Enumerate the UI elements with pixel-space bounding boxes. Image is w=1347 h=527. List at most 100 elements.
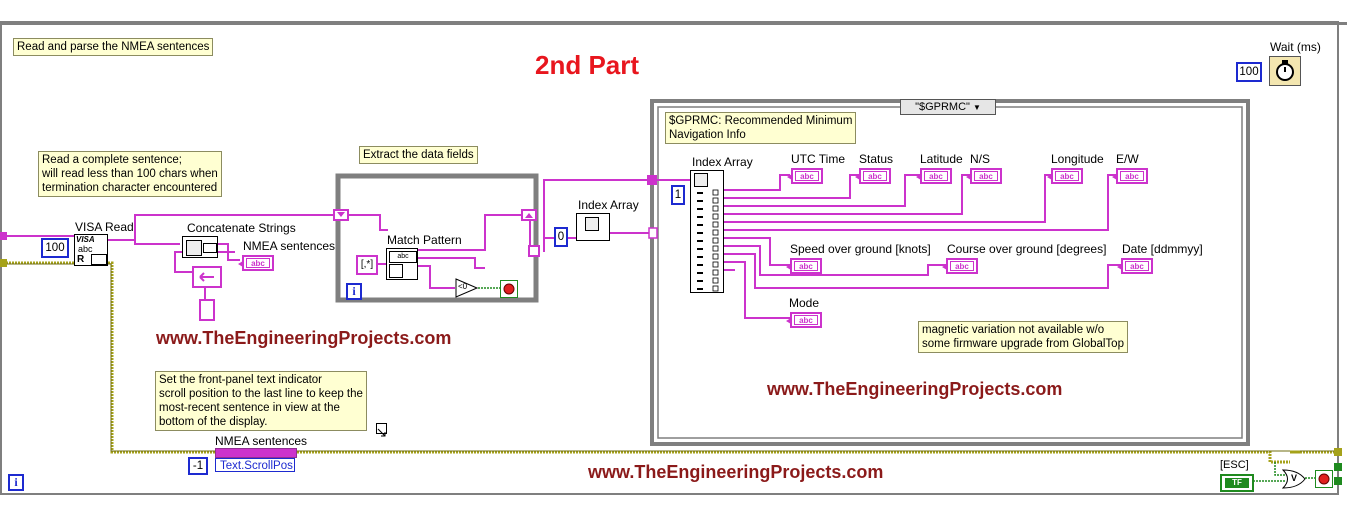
- scroll-comment: Set the front-panel text indicator scrol…: [155, 371, 367, 431]
- case-selector-value: "$GPRMC": [915, 101, 970, 113]
- nmea-sentences-indicator[interactable]: abc: [238, 255, 274, 271]
- speed-abc-text: abc: [794, 261, 818, 271]
- ew-abc-text: abc: [1120, 171, 1144, 181]
- visa-read-label: VISA Read: [75, 220, 134, 234]
- index-array-icon-2: [694, 173, 708, 187]
- nmea-abc-text: abc: [246, 258, 270, 268]
- utc-time-label: UTC Time: [791, 152, 845, 166]
- left-arrow-icon: [199, 272, 214, 282]
- while-iteration-icon: i: [8, 474, 24, 491]
- header-comment: Read and parse the NMEA sentences: [13, 38, 214, 56]
- longitude-indicator[interactable]: abc: [1047, 168, 1083, 184]
- shift-register-node[interactable]: [192, 266, 222, 288]
- compare-triangle-icon: [455, 278, 479, 298]
- match-pattern-icon: abc: [389, 251, 417, 263]
- esc-tf-text: TF: [1225, 478, 1249, 488]
- esc-boolean-control[interactable]: TF: [1220, 474, 1254, 492]
- gprmc-comment: $GPRMC: Recommended Minimum Navigation I…: [665, 112, 857, 144]
- status-indicator[interactable]: abc: [855, 168, 891, 184]
- watermark-left: www.TheEngineeringProjects.com: [156, 328, 452, 348]
- loop-stop-terminal[interactable]: [1315, 470, 1333, 488]
- scroll-constant[interactable]: -1: [188, 457, 208, 475]
- latitude-indicator[interactable]: abc: [916, 168, 952, 184]
- status-abc-text: abc: [863, 171, 887, 181]
- longitude-abc-text: abc: [1055, 171, 1079, 181]
- date-indicator[interactable]: abc: [1117, 258, 1153, 274]
- byte-count-constant[interactable]: 100: [41, 238, 69, 258]
- watermark-case: www.TheEngineeringProjects.com: [767, 379, 1063, 399]
- ew-indicator[interactable]: abc: [1112, 168, 1148, 184]
- page-title: 2nd Part: [535, 50, 640, 80]
- date-label: Date [ddmmyy]: [1122, 242, 1203, 256]
- wait-constant[interactable]: 100: [1236, 62, 1262, 82]
- concat-label: Concatenate Strings: [187, 221, 296, 235]
- or-gate-icon: [1281, 469, 1306, 489]
- status-label: Status: [859, 152, 894, 166]
- index-array-node-2[interactable]: [690, 170, 724, 293]
- loop-iteration-icon: i: [346, 283, 362, 300]
- speed-label: Speed over ground [knots]: [790, 242, 931, 256]
- case-selector[interactable]: "$GPRMC" ▼: [900, 99, 996, 115]
- mode-indicator[interactable]: abc: [786, 312, 822, 328]
- stop-sign-icon-main: [1318, 473, 1330, 485]
- wait-ms-node[interactable]: [1269, 56, 1301, 86]
- latitude-abc-text: abc: [924, 171, 948, 181]
- index-constant-1[interactable]: 0: [554, 227, 568, 247]
- magnetic-variation-comment: magnetic variation not available w/o som…: [918, 321, 1128, 353]
- index-array-label-2: Index Array: [692, 155, 753, 169]
- course-label: Course over ground [degrees]: [947, 242, 1107, 256]
- compare-text: <0: [458, 282, 468, 291]
- or-node[interactable]: V: [1281, 469, 1306, 489]
- resize-arrow-icon: [377, 428, 386, 437]
- esc-label: [ESC]: [1220, 459, 1249, 471]
- wait-label: Wait (ms): [1270, 40, 1321, 54]
- index-array-icon: [585, 217, 599, 231]
- ns-label: N/S: [970, 152, 991, 166]
- or-text: V: [1291, 473, 1298, 483]
- date-abc-text: abc: [1125, 261, 1149, 271]
- match-pattern-node[interactable]: abc: [386, 248, 418, 280]
- index-array-node-1[interactable]: [576, 213, 610, 241]
- stop-condition-terminal[interactable]: [500, 280, 518, 298]
- less-than-zero-node[interactable]: <0: [455, 278, 479, 298]
- latitude-label: Latitude: [920, 152, 963, 166]
- inner-loop-frame: [335, 173, 539, 303]
- speed-indicator[interactable]: abc: [786, 258, 822, 274]
- concatenate-strings-node[interactable]: [182, 236, 218, 258]
- visa-buffer-icon: [91, 254, 107, 265]
- index-constant-2[interactable]: 1: [671, 185, 685, 205]
- index-array-label-1: Index Array: [578, 198, 639, 212]
- property-node-label: NMEA sentences: [215, 434, 308, 448]
- property-node-header[interactable]: [215, 448, 297, 458]
- ew-label: E/W: [1116, 152, 1139, 166]
- visa-r-text: R: [77, 254, 85, 265]
- utc-time-indicator[interactable]: abc: [787, 168, 823, 184]
- match-pattern-box: [389, 264, 403, 278]
- visa-abc-text: abc: [78, 244, 93, 254]
- ns-indicator[interactable]: abc: [966, 168, 1002, 184]
- utc-abc-text: abc: [795, 171, 819, 181]
- pattern-constant[interactable]: [,*]: [356, 255, 378, 275]
- nmea-indicator-label: NMEA sentences: [243, 239, 336, 253]
- visa-comment: Read a complete sentence; will read less…: [38, 151, 222, 197]
- mode-label: Mode: [789, 296, 820, 310]
- concat-out-icon: [203, 243, 217, 253]
- match-pattern-label: Match Pattern: [387, 233, 462, 247]
- comment-resize-icon[interactable]: [376, 423, 387, 437]
- stopwatch-icon: [1276, 60, 1294, 81]
- longitude-label: Longitude: [1051, 152, 1104, 166]
- visa-read-node[interactable]: VISA abc R: [74, 234, 108, 266]
- ns-abc-text: abc: [974, 171, 998, 181]
- mode-abc-text: abc: [794, 315, 818, 325]
- course-indicator[interactable]: abc: [942, 258, 978, 274]
- visa-icon: VISA: [76, 235, 95, 244]
- watermark-bottom: www.TheEngineeringProjects.com: [588, 462, 884, 482]
- index-array-terminals: [697, 189, 719, 292]
- scroll-position-property[interactable]: Text.ScrollPos: [215, 458, 295, 472]
- course-abc-text: abc: [950, 261, 974, 271]
- concat-grid-icon: [186, 240, 202, 256]
- extract-comment: Extract the data fields: [359, 146, 478, 164]
- shift-register-terminal[interactable]: [199, 299, 215, 321]
- selector-dropdown-icon[interactable]: ▼: [973, 103, 981, 112]
